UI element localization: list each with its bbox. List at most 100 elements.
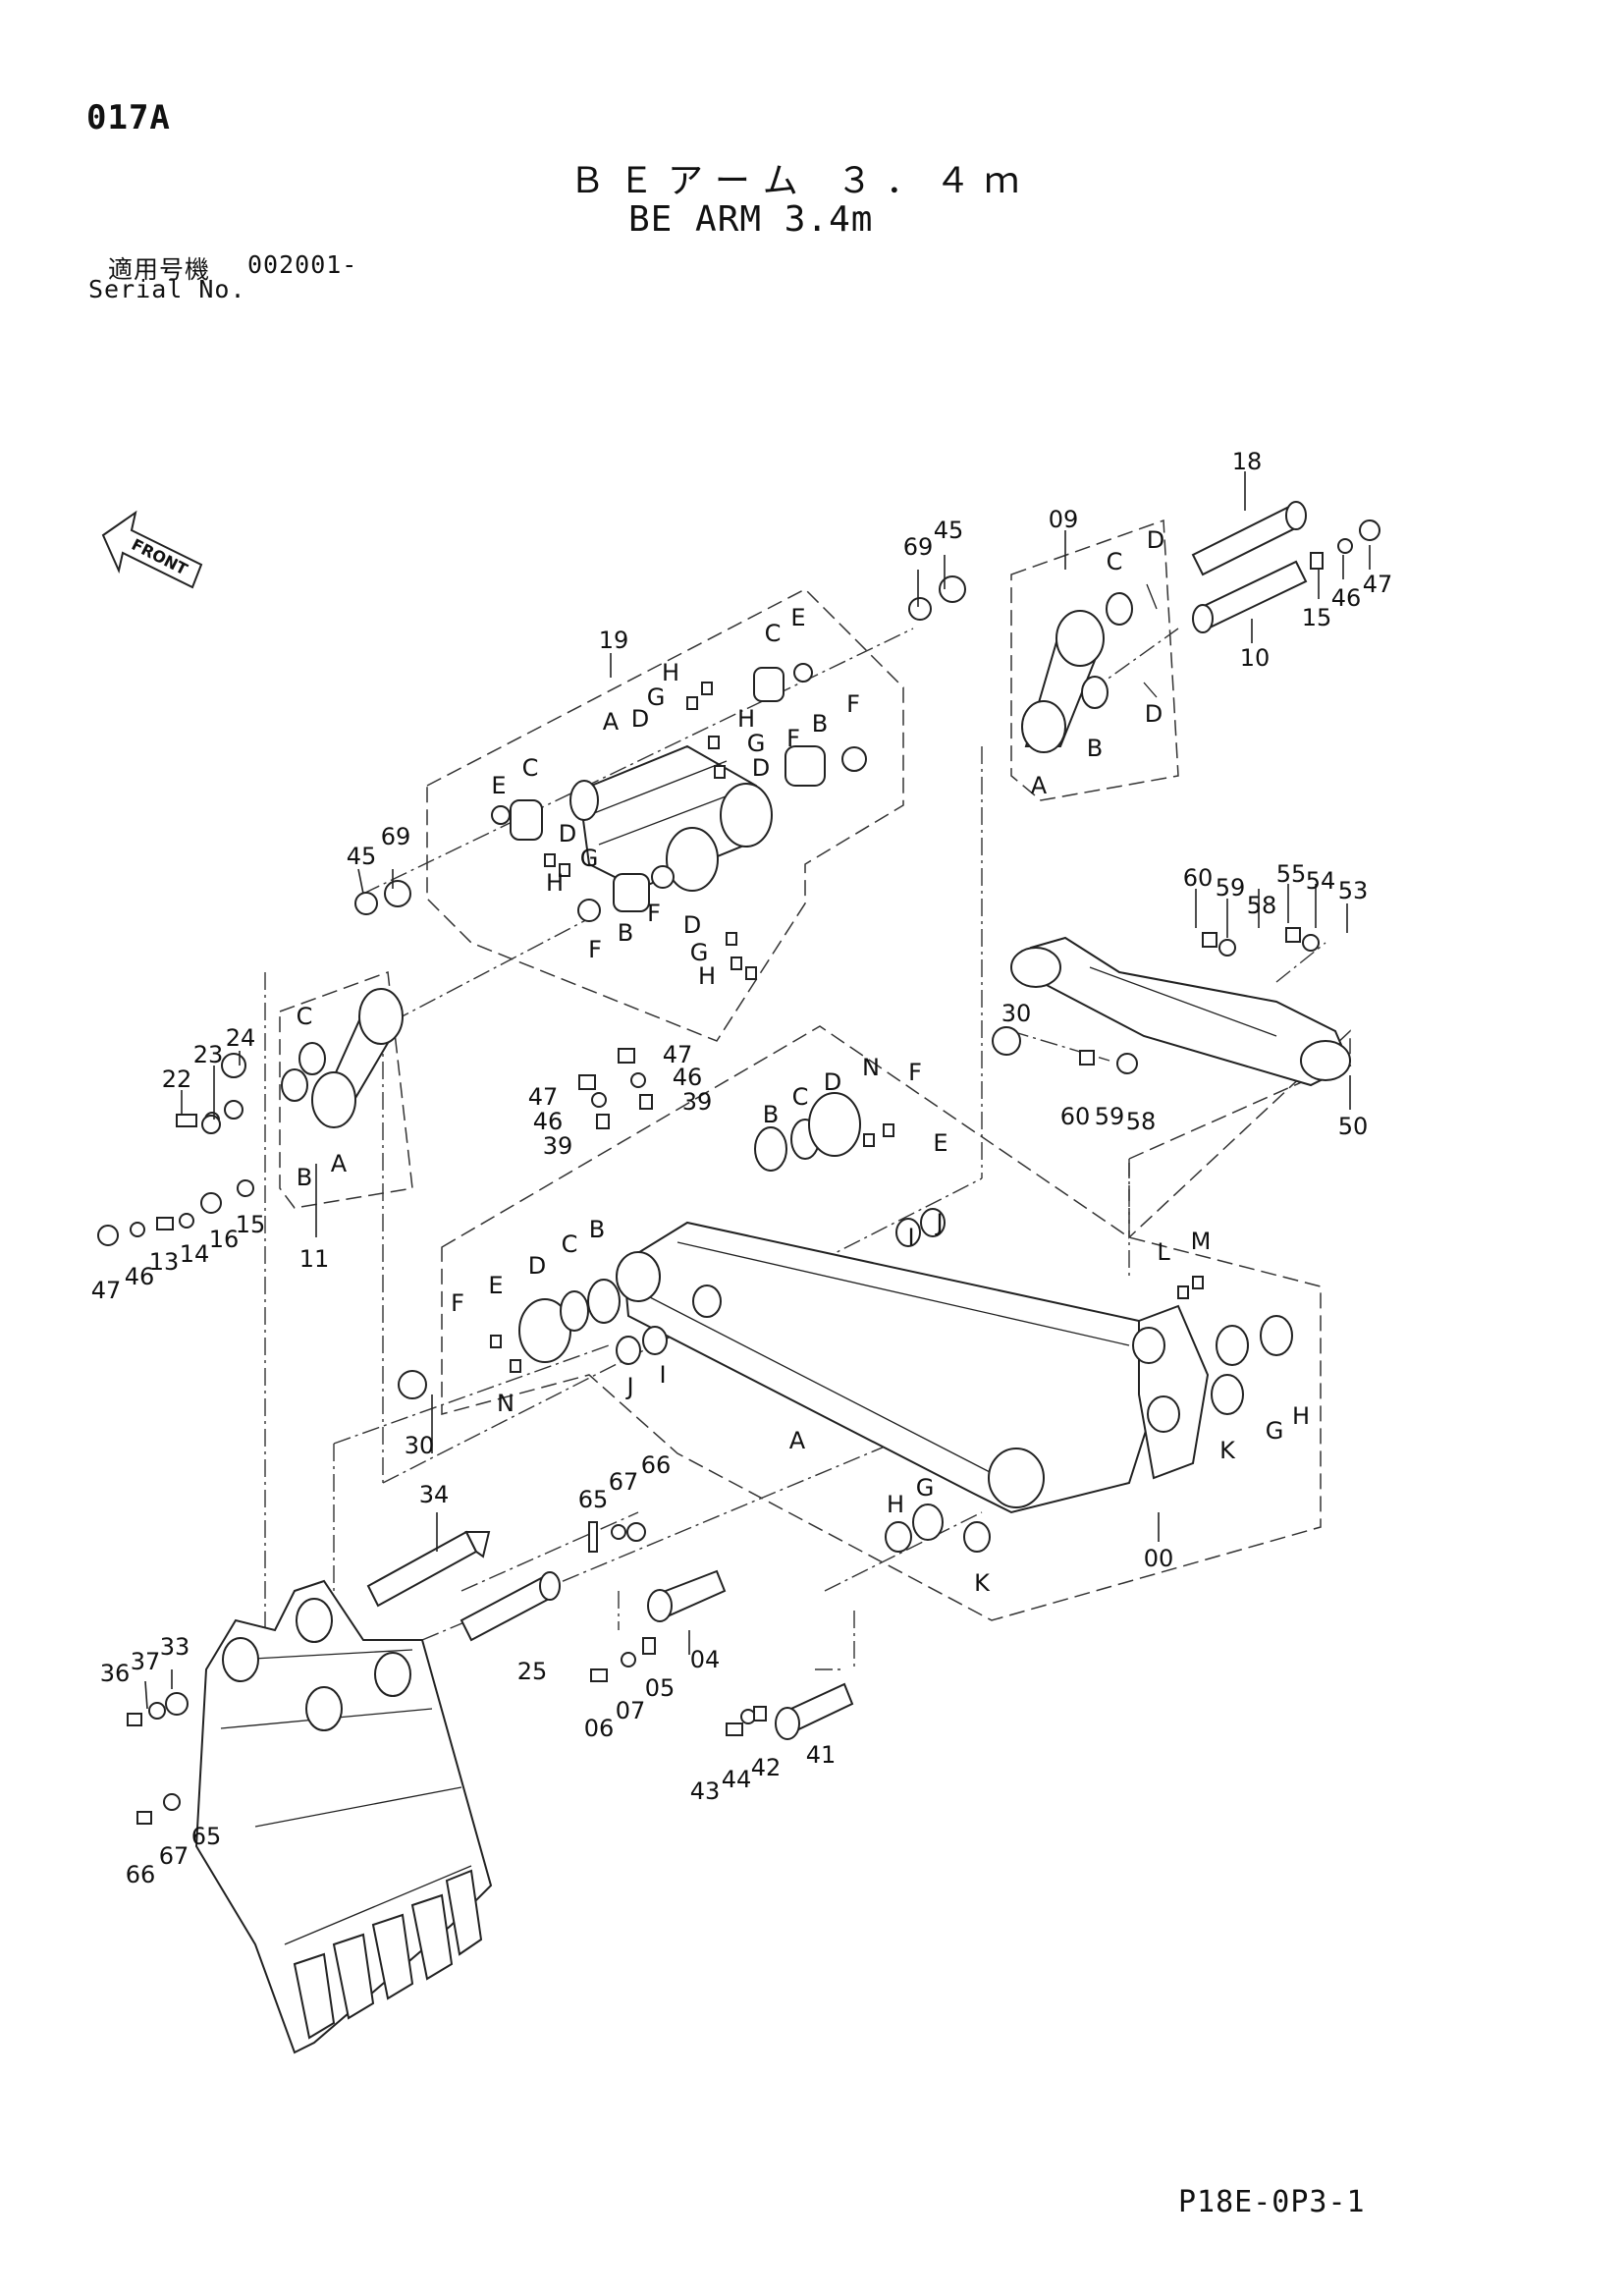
label-00-E: E: [488, 1272, 503, 1299]
label-39: 39: [682, 1088, 713, 1116]
pin-stop-04: [647, 1569, 727, 1622]
label-19-E: E: [790, 604, 805, 631]
page-code: 017A: [86, 98, 171, 137]
cylinder-50: [1010, 927, 1352, 1087]
group-09-boundary: [1010, 519, 1179, 801]
label-66: 66: [126, 1861, 156, 1888]
leader-lines: [144, 471, 1371, 1710]
label-19-E: E: [491, 772, 506, 799]
group-19-boundary: [426, 588, 904, 1042]
bolt-15a: [1310, 552, 1324, 570]
label-67: 67: [609, 1468, 639, 1496]
washer-46a: [1337, 538, 1353, 554]
label-67: 67: [159, 1842, 189, 1870]
label-46: 46: [125, 1263, 155, 1290]
title-japanese: ＢＥアーム ３．４ｍ: [569, 161, 1034, 201]
pin-18: [1191, 501, 1307, 576]
label-00-N: N: [497, 1390, 514, 1417]
label-14: 14: [180, 1240, 210, 1268]
cylinder-50-boundary: [1128, 1029, 1351, 1239]
label-44: 44: [722, 1766, 752, 1793]
arm-bushings-00: [490, 1092, 1293, 1553]
part-number-labels: 18 45 69 09 47 46 15 10 19 45 69 60 59 5…: [91, 448, 1393, 1888]
label-47: 47: [91, 1277, 122, 1304]
title-english: BE ARM 3.4m: [628, 199, 874, 240]
label-09: 09: [1049, 506, 1079, 533]
connector-lines: [264, 628, 1326, 1689]
label-46: 46: [673, 1064, 703, 1091]
label-00-K: K: [974, 1569, 991, 1597]
label-09-D: D: [1147, 526, 1164, 554]
label-11-C: C: [297, 1003, 313, 1030]
label-00-M: M: [1191, 1228, 1212, 1255]
label-05: 05: [645, 1674, 676, 1702]
label-46: 46: [1331, 584, 1362, 612]
label-00-L: L: [1157, 1238, 1170, 1266]
label-55: 55: [1276, 860, 1307, 888]
label-47: 47: [528, 1083, 559, 1111]
label-04: 04: [690, 1646, 721, 1673]
label-19-D: D: [683, 911, 701, 939]
label-47: 47: [1363, 571, 1393, 598]
label-60: 60: [1183, 864, 1214, 892]
link-assembly-19: [354, 575, 966, 980]
label-15: 15: [236, 1211, 266, 1238]
label-00-G: G: [1266, 1417, 1284, 1445]
label-00-A: A: [789, 1427, 806, 1454]
label-11: 11: [299, 1245, 330, 1273]
label-00-H: H: [887, 1491, 904, 1518]
label-19-H: H: [737, 705, 755, 733]
label-34: 34: [419, 1481, 450, 1508]
label-19-G: G: [690, 939, 709, 966]
label-45: 45: [934, 517, 964, 544]
label-00-C: C: [792, 1083, 809, 1111]
label-22: 22: [162, 1066, 192, 1093]
label-16: 16: [209, 1226, 240, 1253]
label-07: 07: [616, 1697, 646, 1724]
label-37: 37: [131, 1648, 161, 1675]
label-30: 30: [405, 1432, 435, 1459]
fasteners-39: [578, 1048, 653, 1129]
label-60: 60: [1060, 1103, 1091, 1130]
label-19-F: F: [786, 725, 800, 752]
label-69: 69: [381, 823, 411, 850]
label-11-B: B: [297, 1164, 312, 1191]
label-58: 58: [1126, 1108, 1157, 1135]
label-69: 69: [903, 533, 934, 561]
label-00-B: B: [589, 1216, 605, 1243]
label-19-F: F: [588, 936, 602, 963]
label-00-D: D: [824, 1068, 841, 1096]
label-00-F: F: [908, 1059, 922, 1086]
label-00-H: H: [1292, 1402, 1310, 1430]
label-00-N: N: [862, 1054, 880, 1081]
label-11-A: A: [331, 1150, 348, 1177]
serial-label-english: Serial No.: [88, 275, 246, 303]
label-19-B: B: [618, 919, 633, 947]
label-41: 41: [806, 1741, 837, 1769]
label-13: 13: [149, 1248, 180, 1276]
label-09-A: A: [1031, 772, 1048, 799]
label-65: 65: [578, 1486, 609, 1513]
label-19: 19: [599, 627, 629, 654]
label-00-I: I: [907, 1224, 914, 1251]
label-19-B: B: [812, 710, 828, 738]
label-19-F: F: [647, 900, 661, 927]
pin-25: [460, 1571, 561, 1642]
label-06: 06: [584, 1715, 615, 1742]
label-47: 47: [663, 1041, 693, 1068]
label-00-B: B: [763, 1101, 779, 1128]
label-19-G: G: [647, 683, 666, 711]
label-19-H: H: [662, 659, 679, 686]
part-letter-labels: C E H G D A H G D F B F E C D G H F B F …: [297, 526, 1310, 1597]
label-00-K: K: [1219, 1437, 1236, 1464]
pin-10: [1192, 560, 1308, 633]
arm-body-00: [616, 1221, 1210, 1514]
label-15: 15: [1302, 604, 1332, 631]
nut-47a: [1359, 519, 1380, 541]
label-19-G: G: [580, 845, 599, 872]
label-19-C: C: [522, 754, 539, 782]
label-19-D: D: [559, 820, 576, 847]
label-19-C: C: [765, 620, 782, 647]
label-00-E: E: [933, 1129, 947, 1157]
label-00-G: G: [916, 1474, 935, 1502]
